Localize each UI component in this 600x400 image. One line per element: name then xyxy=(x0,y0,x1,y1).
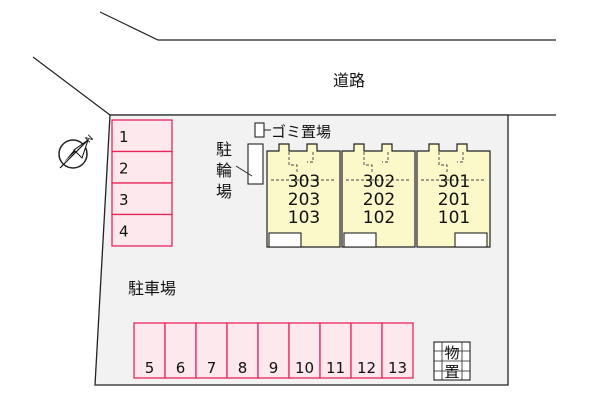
parking-space xyxy=(133,322,166,379)
road-label: 道路 xyxy=(333,71,365,90)
bike-parking-char: 輪 xyxy=(216,161,232,180)
parking-label: 駐車場 xyxy=(128,279,176,298)
parking-space xyxy=(319,322,352,379)
parking-space xyxy=(111,150,173,184)
storage-char: 物 xyxy=(444,344,459,362)
unit-number: 201 xyxy=(438,190,470,210)
north-arrow-icon xyxy=(58,138,89,169)
bike-parking-leader xyxy=(235,165,253,177)
parking-space xyxy=(226,322,259,379)
parking-space-number: 12 xyxy=(357,359,376,377)
parking-space-number: 10 xyxy=(295,359,314,377)
parking-space-number: 1 xyxy=(119,128,129,146)
parking-space-number: 3 xyxy=(119,191,129,209)
compass-label: N xyxy=(84,134,96,146)
unit-number: 102 xyxy=(363,208,395,228)
parking-space xyxy=(164,322,197,379)
garbage-label: ゴミ置場 xyxy=(271,123,331,141)
parking-space xyxy=(111,119,173,153)
bike-parking-char: 場 xyxy=(216,182,232,201)
unit-number: 301 xyxy=(438,172,470,192)
garbage-area xyxy=(254,122,265,138)
bike-parking-area xyxy=(247,143,264,185)
parking-space-number: 5 xyxy=(145,359,155,377)
parking-space-number: 2 xyxy=(119,160,129,178)
bike-parking-char: 駐 xyxy=(216,140,232,159)
parking-space-number: 11 xyxy=(326,359,345,377)
unit-number: 101 xyxy=(438,208,470,228)
bike-parking-label: 駐輪場 xyxy=(216,140,232,201)
unit-number: 203 xyxy=(288,190,320,210)
parking-space xyxy=(195,322,228,379)
storage-char: 置 xyxy=(444,363,459,381)
storage-label: 物置 xyxy=(444,344,459,381)
unit-number: 302 xyxy=(363,172,395,192)
road-edge-left xyxy=(32,56,556,116)
parking-space-number: 6 xyxy=(176,359,186,377)
unit-number: 303 xyxy=(288,172,320,192)
unit-number: 202 xyxy=(363,190,395,210)
road-edge-top xyxy=(99,11,556,41)
parking-space xyxy=(257,322,290,379)
parking-space-number: 4 xyxy=(119,223,129,241)
parking-space-number: 13 xyxy=(388,359,407,377)
parking-space-number: 8 xyxy=(238,359,248,377)
unit-number: 103 xyxy=(288,208,320,228)
parking-space xyxy=(381,322,414,379)
bottom-parking-row: 5 6 7 8 9 10 11 12 13 xyxy=(133,322,414,379)
parking-space xyxy=(111,213,173,247)
parking-space-number: 9 xyxy=(269,359,279,377)
parking-space xyxy=(288,322,321,379)
left-parking-column: 1 2 3 4 xyxy=(111,119,173,247)
storage-shed xyxy=(433,341,471,381)
parking-space-number: 7 xyxy=(207,359,217,377)
